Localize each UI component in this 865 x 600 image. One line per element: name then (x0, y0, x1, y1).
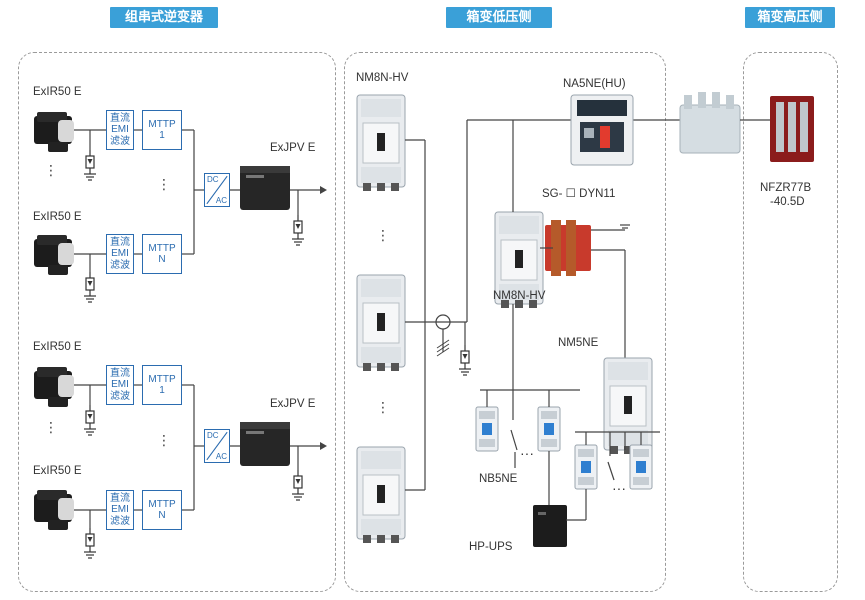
mppt-box-1: MTTP 1 (142, 110, 182, 150)
emi-filter-line: 滤波 (110, 259, 130, 271)
header-hv-side: 箱变高压侧 (745, 7, 835, 28)
ellipsis-breakers-top: ⋮ (376, 227, 391, 243)
hv-fuse-device (770, 96, 814, 162)
converter-ac-label: AC (215, 196, 227, 205)
mcb-group-left (475, 390, 567, 547)
emi-filter-line: 滤波 (110, 390, 130, 402)
ellipsis-mcb-right: ··· (612, 480, 626, 496)
dc-ac-converter-top: DC AC (204, 173, 230, 207)
switch-label-2: ExIR50 E (33, 211, 82, 223)
mcb-label: NB5NE (479, 473, 518, 485)
ups-label: HP-UPS (469, 541, 513, 553)
mppt-label: MTTP (148, 118, 176, 130)
header-lv-side: 箱变低压侧 (446, 7, 552, 28)
acb-label: NA5NE(HU) (563, 78, 626, 90)
switch-label-1: ExIR50 E (33, 86, 82, 98)
spd-label-bottom: ExJPV E (270, 398, 316, 410)
emi-filter-4: 直流 EMI 滤波 (106, 490, 134, 530)
hv-fuse-label-2: -40.5D (770, 196, 805, 208)
breaker-small-label: NM8N-HV (493, 290, 546, 302)
inverter-group-bottom (34, 367, 327, 559)
ellipsis-mppt-top: ⋮ (157, 176, 172, 192)
ellipsis-switch-bottom: ⋮ (44, 419, 59, 435)
mppt-box-1-bottom: MTTP 1 (142, 365, 182, 405)
emi-filter-line: EMI (111, 124, 129, 136)
acb-device (570, 94, 634, 166)
emi-filter-line: EMI (111, 504, 129, 516)
switch-label-3: ExIR50 E (33, 341, 82, 353)
string-inverter-panel (18, 52, 336, 592)
emi-filter-line: 直流 (110, 236, 130, 248)
breaker-main-label: NM8N-HV (356, 72, 409, 84)
mppt-box-n-bottom: MTTP N (142, 490, 182, 530)
dc-ac-converter-bottom: DC AC (204, 429, 230, 463)
mppt-index: N (158, 254, 166, 265)
hv-fuse-label-1: NFZR77B (760, 182, 812, 194)
emi-filter-line: 直流 (110, 367, 130, 379)
converter-ac-label: AC (215, 452, 227, 461)
emi-filter-line: EMI (111, 379, 129, 391)
lv-branch (480, 120, 660, 455)
emi-filter-3: 直流 EMI 滤波 (106, 365, 134, 405)
converter-dc-label: DC (207, 431, 219, 440)
ellipsis-mppt-bottom: ⋮ (157, 432, 172, 448)
ellipsis-switch-top: ⋮ (44, 162, 59, 178)
emi-filter-line: 滤波 (110, 515, 130, 527)
hv-side-panel (743, 52, 838, 592)
ellipsis-mcb-left: ··· (520, 445, 534, 461)
mppt-index: N (158, 510, 166, 521)
emi-filter-line: 直流 (110, 492, 130, 504)
mppt-label: MTTP (148, 242, 176, 254)
mccb-label: NM5NE (558, 337, 599, 349)
mppt-index: 1 (159, 385, 165, 396)
switch-label-4: ExIR50 E (33, 465, 82, 477)
lv-side-panel (344, 52, 666, 592)
inverter-group-top (34, 112, 327, 303)
emi-filter-2: 直流 EMI 滤波 (106, 234, 134, 274)
mppt-box-n-top: MTTP N (142, 234, 182, 274)
mppt-label: MTTP (148, 498, 176, 510)
mppt-index: 1 (159, 130, 165, 141)
spd-label-top: ExJPV E (270, 142, 316, 154)
mcb-group-right (566, 432, 653, 521)
emi-filter-line: 滤波 (110, 135, 130, 147)
ellipsis-breakers-bottom: ⋮ (376, 399, 391, 415)
emi-filter-line: EMI (111, 248, 129, 260)
emi-filter-1: 直流 EMI 滤波 (106, 110, 134, 150)
converter-dc-label: DC (207, 175, 219, 184)
hv-transformer (679, 92, 770, 154)
header-string-inverter: 组串式逆变器 (110, 7, 218, 28)
mppt-label: MTTP (148, 373, 176, 385)
transformer-label: SG- ☐ DYN11 (542, 188, 616, 200)
emi-filter-line: 直流 (110, 112, 130, 124)
